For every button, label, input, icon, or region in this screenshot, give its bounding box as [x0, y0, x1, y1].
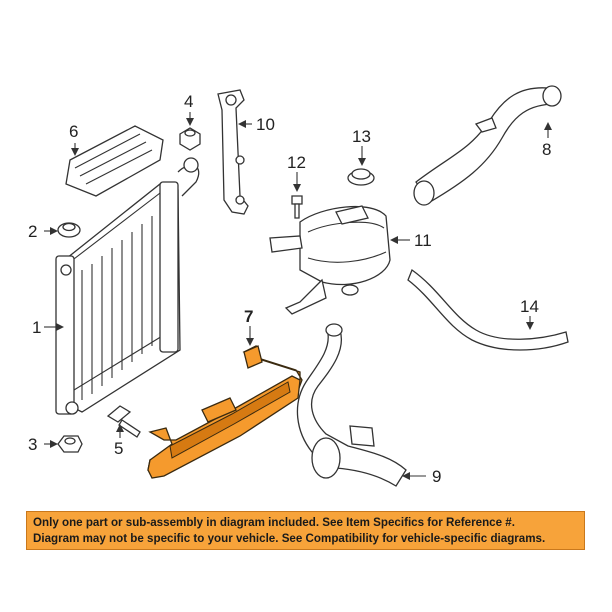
part-3-lower-mount	[57, 435, 83, 453]
part-7-air-deflector	[147, 345, 303, 479]
part-2-mount	[57, 222, 81, 238]
part-4-bushing	[179, 127, 201, 151]
part-9-lower-hose	[296, 323, 407, 487]
part-10-bracket	[217, 89, 249, 215]
callout-7: 7	[244, 307, 253, 326]
callout-8: 8	[542, 140, 551, 159]
part-8-upper-hose	[413, 85, 562, 206]
disclaimer-banner: Only one part or sub-assembly in diagram…	[26, 511, 585, 550]
callout-14: 14	[520, 297, 539, 316]
callout-10: 10	[256, 115, 275, 134]
part-5-bolt	[106, 405, 141, 438]
part-1-radiator	[55, 157, 200, 415]
callout-12: 12	[287, 153, 306, 172]
callout-13: 13	[352, 127, 371, 146]
callout-1: 1	[32, 318, 41, 337]
part-14-overflow-hose	[407, 268, 569, 351]
part-12-bolt	[291, 195, 303, 219]
callout-5: 5	[114, 439, 123, 458]
part-6-upper-shield	[65, 125, 164, 197]
callout-3: 3	[28, 435, 37, 454]
callout-11: 11	[414, 231, 432, 250]
callout-2: 2	[28, 222, 37, 241]
part-11-reservoir	[269, 205, 391, 315]
leader-lines	[44, 112, 552, 480]
disclaimer-line-2: Diagram may not be specific to your vehi…	[33, 532, 546, 545]
callout-6: 6	[69, 122, 78, 141]
disclaimer-line-1: Only one part or sub-assembly in diagram…	[33, 516, 515, 529]
callout-9: 9	[432, 467, 441, 486]
callout-4: 4	[184, 92, 193, 111]
part-13-cap	[347, 168, 375, 186]
